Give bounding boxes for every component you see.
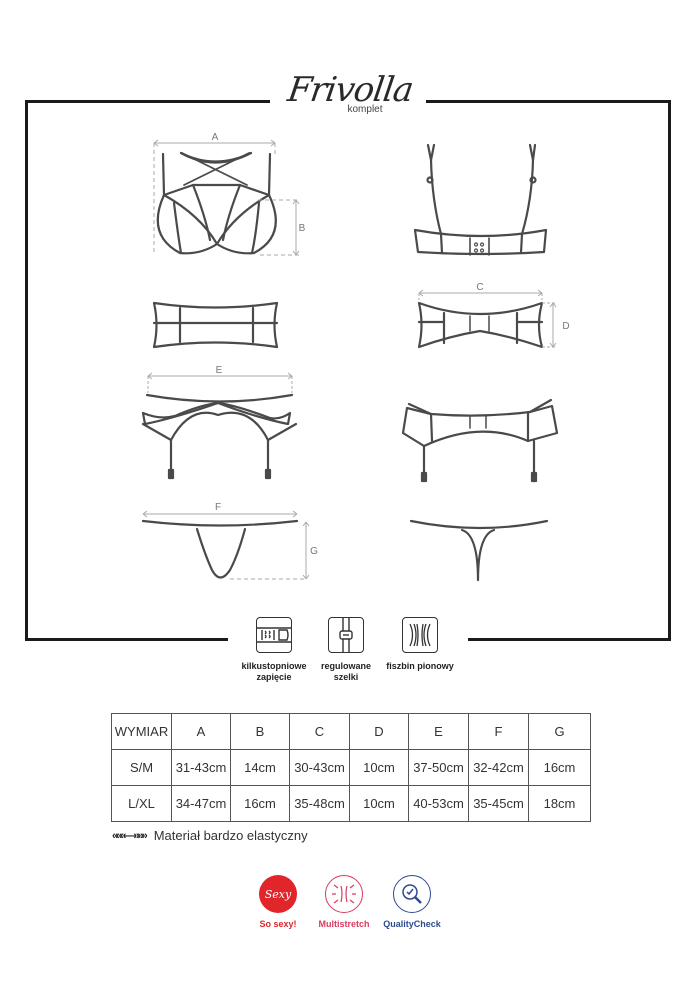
brand-subtitle: komplet xyxy=(347,104,383,115)
table-cell: 37-50cm xyxy=(408,749,469,786)
table-header-cell: WYMIAR xyxy=(111,713,172,750)
table-cell: 14cm xyxy=(230,749,290,786)
sexy-badge-icon: Sexy xyxy=(259,875,297,913)
table-cell: L/XL xyxy=(111,785,172,822)
table-header-cell: E xyxy=(408,713,469,750)
badge-so-sexy: Sexy So sexy! xyxy=(238,875,318,929)
table-cell: 35-45cm xyxy=(468,785,529,822)
adjustable-straps-icon xyxy=(328,617,364,653)
table-cell: 10cm xyxy=(349,749,409,786)
frame-bottom-right xyxy=(468,638,671,641)
frame-right xyxy=(668,100,671,641)
table-cell: 32-42cm xyxy=(468,749,529,786)
badge-multistretch: Multistretch xyxy=(304,875,384,929)
table-row: S/M 31-43cm 14cm 30-43cm 10cm 37-50cm 32… xyxy=(111,749,591,786)
dim-label-d: D xyxy=(562,321,569,332)
badge-quality-check: QualityCheck xyxy=(372,875,452,929)
garter-belt-front-drawing xyxy=(141,393,298,480)
vertical-boning-icon xyxy=(402,617,438,653)
garter-belt-back-drawing xyxy=(401,398,559,483)
table-header-cell: C xyxy=(289,713,350,750)
size-table: WYMIAR A B C D E F G S/M 31-43cm 14cm 30… xyxy=(111,713,591,822)
band-back-drawing xyxy=(417,301,544,349)
table-header-row: WYMIAR A B C D E F G xyxy=(111,713,591,750)
frame-top-left xyxy=(25,100,270,103)
table-header-cell: F xyxy=(468,713,529,750)
thong-back-drawing xyxy=(409,519,549,582)
thong-front-drawing xyxy=(141,519,299,579)
table-cell: 34-47cm xyxy=(171,785,231,822)
frame-bottom-left xyxy=(25,638,228,641)
multistretch-badge-icon xyxy=(325,875,363,913)
measurement-guides xyxy=(142,139,557,580)
dim-label-g: G xyxy=(310,546,318,557)
table-cell: 16cm xyxy=(528,749,591,786)
stretch-arrows-icon: «««—»»» xyxy=(112,829,148,842)
table-header-cell: B xyxy=(230,713,290,750)
dim-label-b: B xyxy=(299,223,306,234)
table-cell: 31-43cm xyxy=(171,749,231,786)
table-cell: 30-43cm xyxy=(289,749,350,786)
elastic-note: «««—»»» Materiał bardzo elastyczny xyxy=(112,828,308,843)
table-header-cell: G xyxy=(528,713,591,750)
feature-label: szelki xyxy=(333,672,359,682)
bra-back-drawing xyxy=(413,143,548,256)
table-cell: S/M xyxy=(111,749,172,786)
quality-check-badge-icon xyxy=(393,875,431,913)
frame-top-right xyxy=(426,100,671,103)
table-cell: 16cm xyxy=(230,785,290,822)
table-header-cell: A xyxy=(171,713,231,750)
multi-hook-closure-icon xyxy=(256,617,292,653)
table-cell: 10cm xyxy=(349,785,409,822)
table-header-cell: D xyxy=(349,713,409,750)
band-front-drawing xyxy=(152,301,279,349)
badge-inner-text: Sexy xyxy=(264,887,292,901)
feature-vertical-boning: fiszbin pionowy xyxy=(375,617,465,672)
dim-label-f: F xyxy=(215,502,221,513)
badge-label: So sexy! xyxy=(259,919,297,929)
feature-label: fiszbin pionowy xyxy=(386,661,454,671)
dim-label-c: C xyxy=(476,282,483,293)
badge-label: QualityCheck xyxy=(383,919,441,929)
table-cell: 18cm xyxy=(528,785,591,822)
table-cell: 40-53cm xyxy=(408,785,469,822)
garment-diagrams: A B C D E F G xyxy=(141,132,570,582)
feature-label: regulowane xyxy=(320,661,371,671)
feature-label: zapięcie xyxy=(256,672,292,682)
dim-label-a: A xyxy=(212,132,219,143)
frame-left xyxy=(25,100,28,641)
bra-front-drawing xyxy=(156,151,277,255)
table-cell: 35-48cm xyxy=(289,785,350,822)
elastic-note-text: Materiał bardzo elastyczny xyxy=(153,828,308,843)
feature-label: kilkustopniowe xyxy=(241,661,307,671)
brand-logo: Frivolla komplet xyxy=(270,70,430,115)
dim-label-e: E xyxy=(216,365,223,376)
badge-label: Multistretch xyxy=(318,919,370,929)
table-row: L/XL 34-47cm 16cm 35-48cm 10cm 40-53cm 3… xyxy=(111,785,591,822)
